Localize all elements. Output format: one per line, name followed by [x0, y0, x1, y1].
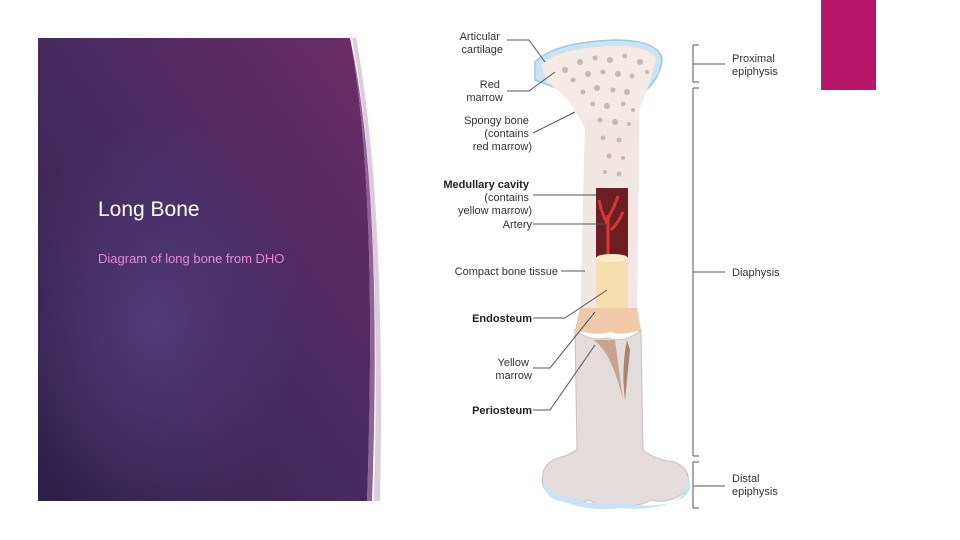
yellow-marrow: [596, 258, 628, 308]
label-distal-epiphysis: Distal epiphysis: [732, 473, 778, 498]
label-compact-bone: Compact bone tissue: [455, 266, 558, 278]
label-artery: Artery: [503, 219, 533, 231]
label-periosteum: Periosteum: [472, 405, 532, 417]
long-bone-diagram: Articular cartilage Red marrow Spongy bo…: [443, 31, 780, 510]
label-medullary-cavity: Medullary cavity (contains yellow marrow…: [443, 179, 532, 217]
panel-background: [38, 38, 381, 501]
artery: [597, 195, 625, 260]
label-articular-cartilage: Articular cartilage: [460, 31, 503, 56]
accent-bar: [821, 0, 876, 90]
spongy-bone-texture: [562, 53, 649, 177]
leader-lines: [507, 39, 725, 509]
slide-title: Long Bone: [98, 198, 200, 221]
label-yellow-marrow: Yellow marrow: [495, 357, 532, 382]
slide-subtitle: Diagram of long bone from DHO: [98, 251, 285, 266]
label-spongy-bone: Spongy bone (contains red marrow): [464, 115, 532, 153]
compact-bone: [575, 308, 641, 334]
label-diaphysis: Diaphysis: [732, 267, 780, 279]
endosteum: [593, 340, 623, 400]
distal-cartilage: [543, 476, 691, 510]
label-red-marrow: Red marrow: [466, 79, 503, 104]
label-proximal-epiphysis: Proximal epiphysis: [732, 53, 778, 78]
label-endosteum: Endosteum: [472, 313, 532, 325]
title-panel: [38, 38, 383, 501]
